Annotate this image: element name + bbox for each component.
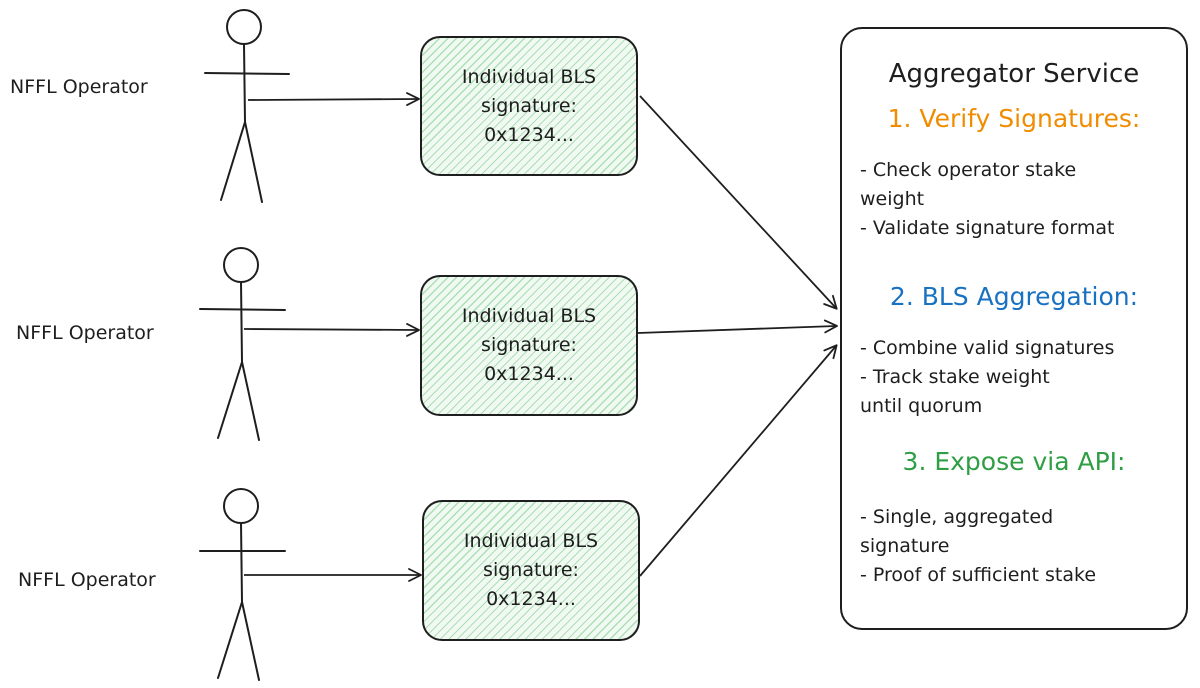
signature-line: Individual BLS: [463, 530, 599, 552]
operator-figure-2: [199, 247, 286, 441]
arrow-operator-1-to-signature: [247, 92, 420, 106]
signature-line: signature:: [483, 559, 579, 581]
signature-box-3: Individual BLS signature: 0x1234...: [422, 500, 640, 641]
list-item: - Single, aggregated: [860, 506, 1054, 528]
operator-figure-3: [199, 488, 286, 681]
signature-line: signature:: [481, 94, 577, 117]
list-item: - Combine valid signatures: [860, 337, 1115, 359]
signature-box-1: Individual BLS signature: 0x1234...: [420, 36, 638, 176]
list-item: - Proof of sufficient stake: [860, 564, 1097, 586]
operator-label-3: NFFL Operator: [18, 569, 156, 591]
section-heading-verify: 1. Verify Signatures:: [887, 104, 1141, 133]
arrow-signature-1-to-service: [639, 95, 838, 310]
signature-line: signature:: [481, 334, 577, 356]
aggregator-service-box: Aggregator Service 1. Verify Signatures:…: [840, 27, 1188, 630]
operator-figure-1: [204, 9, 290, 203]
list-item: - Check operator stake: [860, 159, 1077, 181]
operator-label-2: NFFL Operator: [16, 322, 154, 344]
list-item: - Validate signature format: [860, 217, 1115, 239]
signature-box-2: Individual BLS signature: 0x1234...: [420, 275, 638, 416]
signature-line: Individual BLS: [461, 65, 597, 88]
list-item: signature: [860, 535, 950, 557]
signature-line: 0x1234...: [484, 123, 574, 146]
service-title: Aggregator Service: [888, 59, 1140, 89]
arrow-operator-2-to-signature: [243, 323, 420, 337]
arrow-signature-2-to-service: [637, 319, 838, 334]
section-list-verify: - Check operator stake weight - Validate…: [860, 156, 1176, 243]
section-list-api: - Single, aggregated signature - Proof o…: [860, 503, 1176, 590]
signature-line: 0x1234...: [484, 363, 574, 385]
arrow-signature-3-to-service: [639, 344, 838, 577]
operator-label-1: NFFL Operator: [10, 76, 148, 98]
section-heading-api: 3. Expose via API:: [902, 447, 1126, 476]
signature-line: Individual BLS: [461, 305, 597, 327]
list-item: - Track stake weight: [860, 366, 1050, 388]
section-list-aggregation: - Combine valid signatures - Track stake…: [860, 334, 1176, 421]
section-heading-aggregation: 2. BLS Aggregation:: [889, 282, 1139, 311]
signature-line: 0x1234...: [486, 588, 576, 610]
list-item: weight: [860, 188, 925, 210]
list-item: until quorum: [860, 395, 983, 417]
